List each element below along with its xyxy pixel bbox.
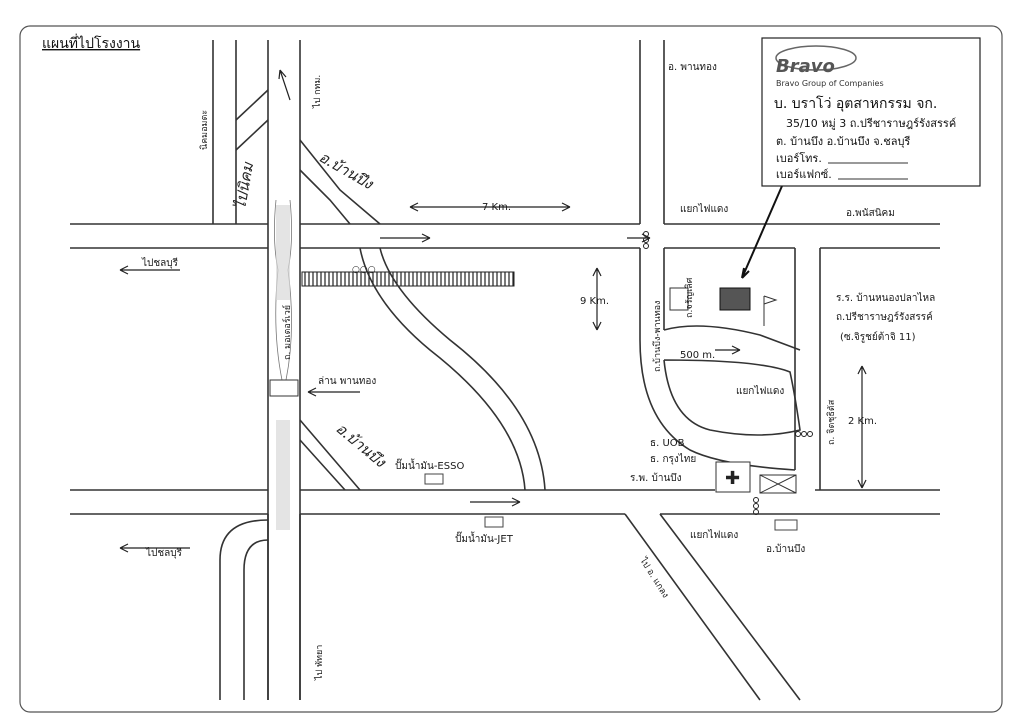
jitbuntat-road (794, 248, 821, 490)
label-esso: ปั๊มน้ำมัน-ESSO (395, 458, 464, 472)
label-school: ร.ร. บ้านหนองปลาไหล (836, 292, 935, 304)
label-uob: ธ. UOB (650, 438, 685, 449)
ramp-bottom-left (299, 419, 361, 491)
label-to-pattaya: ไป พัทยา (314, 645, 325, 681)
company-card: Bravo Bravo Group of Companies บ. บราโว่… (761, 37, 981, 187)
traffic-light-markers (643, 231, 813, 515)
banbueng-phanthong-road (639, 248, 796, 471)
preecha-road (663, 325, 801, 351)
handwritten-left-note: ไปนิคม (231, 160, 257, 211)
distance-9km: 9 Km. (580, 296, 609, 307)
label-to-klaeng: ไป อ. แกลง (637, 555, 671, 600)
railway-signal: ○○○ (352, 265, 376, 275)
label-motorway: ถ. มอเตอร์เวย์ (281, 305, 293, 360)
handwritten-banbueng-note: อ.บ้านบึง (332, 419, 390, 472)
pointer-arrow (741, 185, 783, 279)
map-frame (19, 25, 1003, 713)
direction-arrows (119, 69, 867, 553)
hospital-building (715, 461, 751, 493)
label-traffic-light-3: แยกไฟแดง (690, 529, 738, 541)
district-office (774, 519, 798, 531)
label-banbueng: อ.บ้านบึง (766, 543, 805, 555)
company-name: บ. บราโว่ อุตสาหกรรม จก. (774, 95, 937, 112)
hospital-cross-icon: ✚ (725, 468, 740, 489)
company-phone: เบอร์โทร. (776, 151, 822, 165)
company-card-box (761, 37, 981, 187)
motorway-median-fill-2 (276, 420, 290, 530)
motorway-median-fill (276, 205, 290, 300)
label-krungthai: ธ. กรุงไทย (650, 453, 696, 465)
curved-road-inner (379, 247, 546, 491)
label-phanthong-lane: ล่าน พานทอง (318, 376, 376, 387)
label-phanatnikhom: อ.พนัสนิคม (846, 208, 895, 219)
distance-500m: 500 m. (680, 350, 715, 361)
company-address-1: 35/10 หมู่ 3 ถ.ปรีชาราษฎร์รังสรรค์ (786, 117, 956, 130)
ramp-top-left (235, 89, 269, 151)
toll-booth (269, 379, 299, 397)
label-to-chonburi-1: ไปชลบุรี (141, 257, 179, 269)
label-jet: ปั๊มน้ำมัน-JET (455, 531, 514, 545)
company-address-2: ต. บ้านบึง อ.บ้านบึง จ.ชลบุรี (776, 135, 910, 148)
esso-station (424, 473, 444, 485)
label-soi: (ซ.จิรูชย์ต้าจิ 11) (840, 331, 916, 343)
label-traffic-light-1: แยกไฟแดง (680, 203, 728, 215)
label-to-chonburi-2: ไปชลบุรี (145, 547, 183, 559)
jet-station (484, 516, 504, 528)
railway (301, 271, 515, 287)
ramp-top-right (299, 139, 381, 225)
brand-logo: Bravo (776, 56, 835, 77)
loop-road (663, 359, 801, 436)
factory-building (719, 287, 751, 311)
brand-group: Bravo Group of Companies (776, 79, 884, 88)
phanthong-road (639, 40, 665, 224)
brand-logo-swoosh (775, 45, 857, 71)
distance-2km: 2 Km. (848, 416, 877, 427)
distance-7km: 7 Km. (482, 202, 511, 213)
company-fax: เบอร์แฟกซ์. (776, 168, 832, 181)
bottom-left-loop (219, 519, 269, 700)
label-jarungrat-road: ถ.จรัญเลิศ (684, 277, 695, 318)
label-banbueng-phanthong-road: ถ.บ้านบึง-พานทอง (652, 301, 663, 372)
label-nikom: นิคมอมตะ (199, 110, 210, 150)
label-to-krom: ไป กทม. (312, 75, 323, 109)
pattaya-road (267, 514, 301, 700)
nikom-road (212, 40, 237, 224)
curved-road-outer (359, 247, 526, 491)
bank-cross (759, 474, 797, 494)
klaeng-road (624, 513, 801, 701)
label-traffic-light-2: แยกไฟแดง (736, 385, 784, 397)
flag-icon (763, 295, 778, 326)
label-hospital: ร.พ. บ้านบึง (630, 472, 682, 484)
school-building (669, 287, 689, 311)
map-title: แผนที่ไปโรงงาน (42, 34, 141, 52)
label-jitbuntat-road: ถ. จิตชุธิตัส (826, 399, 837, 445)
label-preecha-road: ถ.ปรีชาราษฎร์รังสรรค์ (836, 311, 933, 323)
label-phanthong-top: อ. พานทอง (668, 62, 717, 73)
